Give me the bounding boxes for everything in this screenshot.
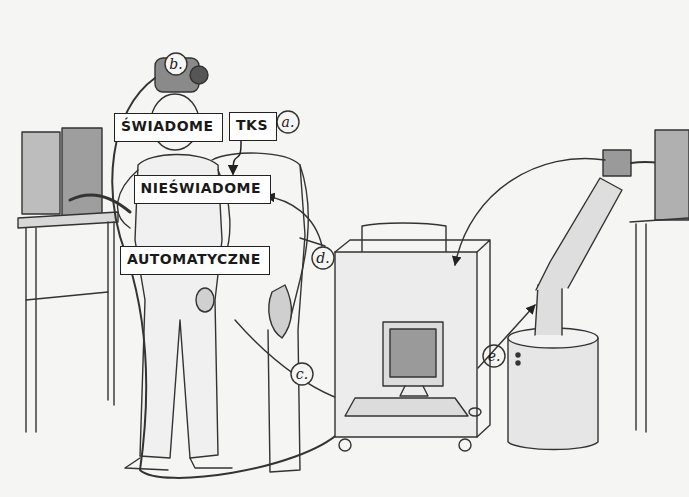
label-box: AUTOMATYCZNE — [120, 246, 270, 275]
box-text: TKS — [236, 117, 270, 134]
callout-letter: e. — [488, 348, 501, 364]
callout-letter: d. — [316, 250, 329, 266]
arrow-connector — [233, 141, 241, 175]
callout-letter: a. — [282, 114, 295, 130]
label-box: TKS — [229, 112, 277, 141]
label-box: NIEŚWIADOME — [134, 175, 271, 204]
label-box: ŚWIADOME — [114, 113, 223, 142]
box-text: NIEŚWIADOME — [141, 180, 264, 197]
callout-letter: b. — [169, 56, 182, 72]
callout-letter: c. — [296, 366, 308, 382]
box-text: AUTOMATYCZNE — [127, 251, 263, 268]
box-text: ŚWIADOME — [121, 118, 216, 135]
